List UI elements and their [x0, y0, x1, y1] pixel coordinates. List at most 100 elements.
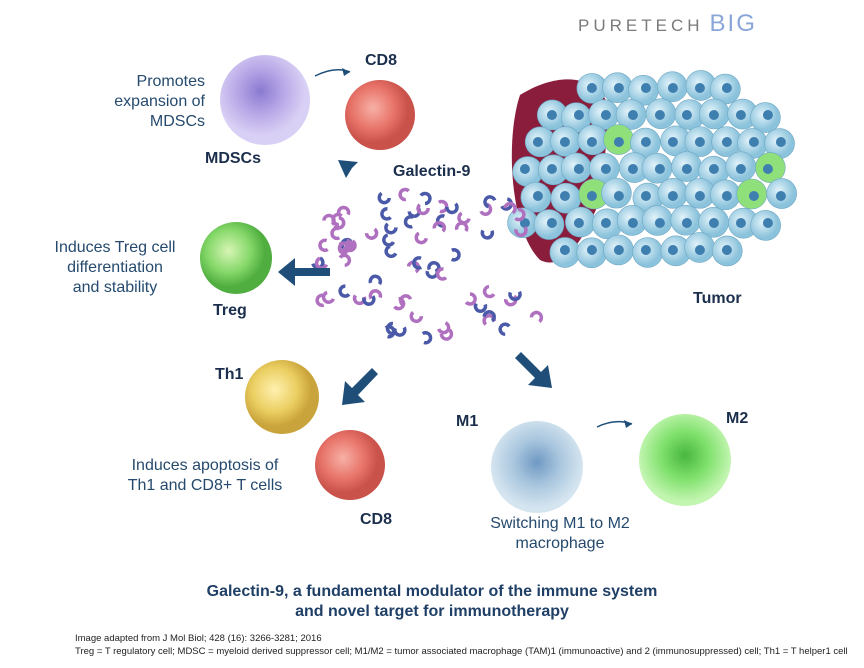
tumor-cell-nucleus [694, 191, 705, 201]
tumor-cell-nucleus [613, 245, 624, 255]
footer-source: Image adapted from J Mol Biol; 428 (16):… [75, 633, 322, 644]
tumor-cell-nucleus [613, 137, 624, 147]
galectin-molecule [403, 215, 415, 229]
tumor-label: Tumor [693, 290, 742, 307]
galectin-molecule [315, 293, 327, 308]
tumor-cell-nucleus [586, 83, 597, 93]
tumor-cell-nucleus [613, 191, 624, 201]
tumor-cell-nucleus [640, 245, 651, 255]
tumor-cell-nucleus [775, 191, 786, 201]
mdscs-label: MDSCs [205, 150, 262, 167]
tumor-cell-nucleus [573, 110, 584, 120]
galectin-molecule [464, 292, 477, 306]
galectin-molecule [439, 328, 454, 341]
galectin-molecule [377, 191, 392, 205]
galectin-molecule [421, 331, 433, 345]
tumor-cell-nucleus [735, 110, 746, 120]
tumor-cell-nucleus [613, 83, 624, 93]
galectin-molecule [473, 302, 488, 313]
tumor-cell-nucleus [519, 218, 530, 228]
galectin-molecule [314, 256, 329, 270]
figure-title: Galectin-9, a fundamental modulator of t… [206, 583, 658, 620]
tumor-cell-nucleus [748, 137, 759, 147]
galectin-molecule [514, 207, 526, 222]
tumor-cell-nucleus [559, 191, 570, 201]
tumor-cell-nucleus [762, 218, 773, 228]
tumor-cell-nucleus [667, 191, 678, 201]
arrow-to-m1 [515, 352, 552, 388]
galectin-molecule [322, 213, 336, 226]
tumor-cell-nucleus [627, 164, 638, 174]
tumor-cell-nucleus [586, 191, 597, 201]
th1-label: Th1 [215, 366, 244, 383]
tumor-cell-nucleus [573, 164, 584, 174]
galectin-molecule [503, 201, 517, 215]
galectin-molecule [435, 267, 448, 281]
galectin-molecule [384, 325, 396, 339]
galectin-molecule [445, 202, 459, 215]
galectin-molecule [330, 226, 341, 241]
tumor-cell-nucleus [532, 191, 543, 201]
cd8-cell-top [345, 80, 415, 150]
tumor-cell-nucleus [735, 164, 746, 174]
galectin-molecule [337, 241, 352, 255]
galectin-molecule [362, 295, 376, 306]
galectin-molecule [498, 322, 511, 337]
galectin-molecule [412, 256, 423, 270]
galectin-molecule [380, 207, 392, 221]
galectin-molecule [508, 290, 522, 302]
tumor-cell-nucleus [667, 83, 678, 93]
treg-cell [200, 222, 272, 294]
tumor-cell-nucleus [694, 245, 705, 255]
galectin-9-label: Galectin-9 [393, 163, 471, 180]
cd8-top-label: CD8 [365, 52, 398, 69]
galectin-molecule [364, 227, 379, 240]
galectin-molecule [529, 310, 544, 323]
tumor-cell-nucleus [586, 245, 597, 255]
tumor-cell-nucleus [546, 110, 557, 120]
galectin-molecule [450, 248, 461, 262]
galectin-molecule [406, 260, 421, 274]
tumor-cell-nucleus [708, 164, 719, 174]
tumor-cell-nucleus [775, 137, 786, 147]
tumor-cell-nucleus [627, 110, 638, 120]
galectin-9-molecules [311, 187, 544, 345]
galectin-molecule [336, 205, 351, 216]
tumor-cell-nucleus [681, 164, 692, 174]
tumor-cell-nucleus [654, 164, 665, 174]
galectin-molecule [384, 244, 398, 259]
galectin-molecule [318, 238, 329, 252]
galectin-molecule [382, 233, 395, 247]
tumor-cell-nucleus [640, 137, 651, 147]
tumor-cell-nucleus [519, 164, 530, 174]
tumor-cell-nucleus [627, 218, 638, 228]
galectin-molecule [414, 231, 428, 245]
galectin-molecule [399, 294, 413, 308]
galectin-molecule [416, 203, 430, 216]
tumor-mass [507, 70, 797, 269]
tumor-cell-nucleus [600, 164, 611, 174]
m2-macrophage [639, 414, 731, 506]
galectin-molecule [437, 321, 451, 335]
tumor-cell-nucleus [694, 137, 705, 147]
tumor-cell-nucleus [640, 191, 651, 201]
tumor-cell-nucleus [640, 83, 651, 93]
galectin-molecule [482, 284, 496, 299]
tumor-cell-nucleus [681, 110, 692, 120]
tumor-cell-nucleus [600, 110, 611, 120]
tumor-cell-nucleus [748, 191, 759, 201]
arrow-to-treg [278, 258, 330, 286]
galectin-molecule [419, 191, 432, 206]
tumor-cell-nucleus [532, 137, 543, 147]
arrow-to-th1 [342, 368, 378, 405]
tumor-cell-nucleus [708, 110, 719, 120]
galectin-molecule [341, 238, 354, 253]
galectin-molecule [338, 284, 351, 298]
galectin-molecule [409, 311, 424, 324]
